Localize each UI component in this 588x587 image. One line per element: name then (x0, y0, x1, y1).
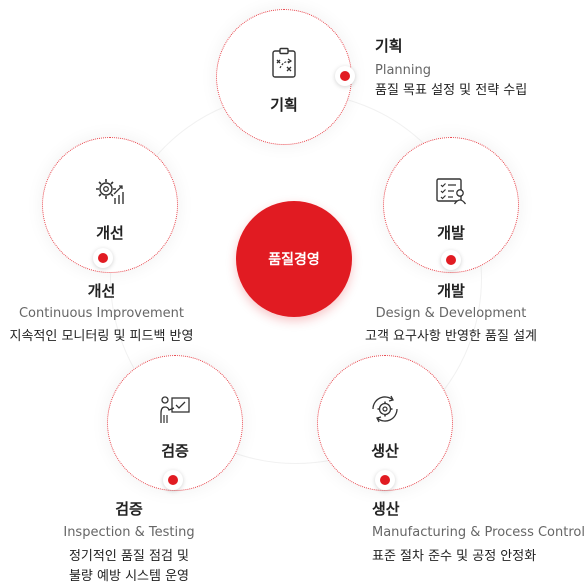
node-inspection-title: 검증 (161, 442, 189, 460)
inspection-description-line1: 정기적인 품질 점검 및 (68, 549, 190, 564)
node-planning-title: 기획 (270, 96, 298, 114)
improvement-english: Continuous Improvement (18, 306, 184, 321)
improvement-description: 지속적인 모니터링 및 피드백 반영 (9, 329, 194, 344)
planning-board-icon (272, 47, 296, 78)
development-description: 고객 요구사항 반영한 품질 설계 (364, 329, 537, 344)
development-english: Design & Development (375, 306, 527, 321)
planning-english: Planning (375, 63, 431, 78)
planning-label: 기획 Planning 품질 목표 설정 및 전략 수립 (375, 36, 527, 101)
inspection-label: 검증 Inspection & Testing 정기적인 품질 점검 및 불량 … (42, 499, 216, 587)
inspection-marker-dot (163, 470, 183, 490)
production-description: 표준 절차 준수 및 공정 안정화 (372, 549, 537, 564)
inspection-description-line2: 불량 예방 시스템 운영 (68, 569, 190, 584)
presenter-check-icon (160, 396, 190, 423)
node-development-title: 개발 (437, 224, 465, 242)
node-production: 생산 (317, 355, 453, 491)
development-marker-dot (441, 250, 461, 270)
improvement-label: 개선 Continuous Improvement 지속적인 모니터링 및 피드… (0, 281, 203, 347)
development-label: 개발 Design & Development 고객 요구사항 반영한 품질 설… (360, 281, 542, 347)
node-improvement: 개선 (42, 137, 178, 273)
inspection-english: Inspection & Testing (63, 525, 195, 540)
checklist-person-icon (436, 178, 467, 205)
production-heading: 생산 (372, 500, 400, 518)
production-label: 생산 Manufacturing & Process Control 표준 절차… (372, 499, 585, 567)
planning-marker-dot (335, 66, 355, 86)
node-inspection: 검증 (107, 355, 243, 491)
production-marker-dot (375, 470, 395, 490)
inspection-heading: 검증 (115, 500, 143, 518)
node-planning: 기획 (216, 9, 352, 145)
planning-heading: 기획 (375, 37, 403, 55)
node-production-title: 생산 (371, 442, 399, 460)
gear-growth-icon (96, 179, 124, 204)
center-quality-management: 품질경영 (236, 201, 352, 317)
development-heading: 개발 (437, 282, 465, 300)
improvement-marker-dot (93, 248, 113, 268)
gear-cycle-icon (372, 395, 398, 423)
production-english: Manufacturing & Process Control (372, 525, 585, 540)
improvement-heading: 개선 (87, 282, 116, 300)
planning-description: 품질 목표 설정 및 전략 수립 (375, 83, 528, 98)
center-label: 품질경영 (268, 252, 320, 268)
node-improvement-title: 개선 (96, 224, 124, 242)
